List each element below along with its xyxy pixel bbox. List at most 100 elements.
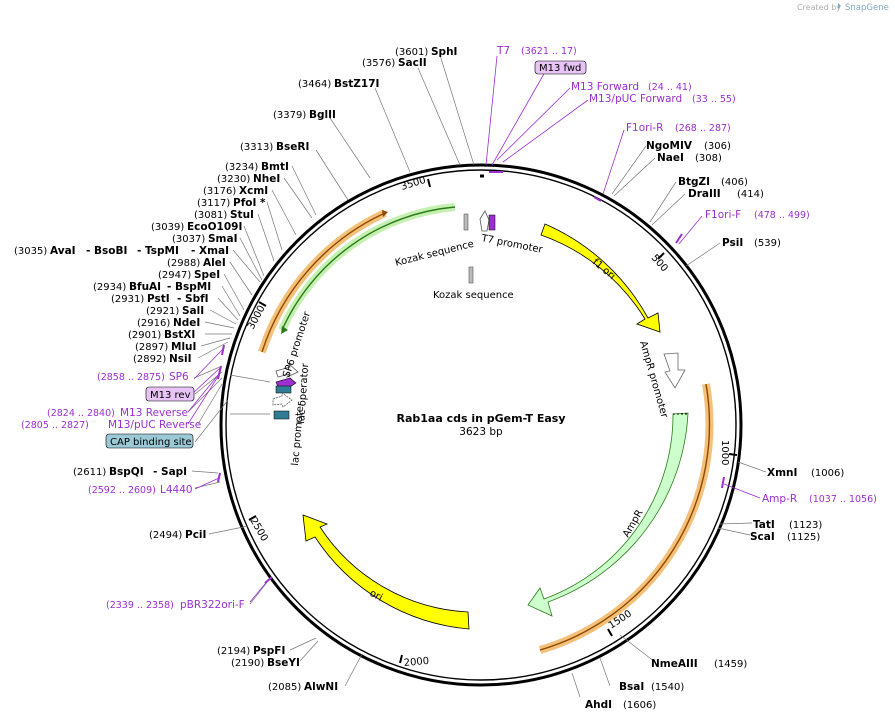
enzyme-sali-pos: (2921): [146, 306, 179, 317]
primer-f1ori-f[interactable]: F1ori-F: [705, 209, 741, 221]
cap-binding-feature[interactable]: [275, 385, 292, 394]
primer-l4440[interactable]: L4440: [160, 484, 193, 496]
enzyme-pcii[interactable]: PciI: [185, 529, 206, 541]
enzyme-bseri[interactable]: BseRI: [276, 141, 309, 153]
enzyme-bmti[interactable]: BmtI: [261, 161, 289, 173]
primer-m13-puc-reverse[interactable]: M13/pUC Reverse: [108, 419, 201, 431]
primer-amp-r[interactable]: Amp-R: [762, 493, 797, 505]
primer-f1ori-r[interactable]: F1ori-R: [626, 122, 663, 134]
enzyme-bspqi-pos: (2611): [73, 467, 106, 478]
primer-m13-rev: M13 rev: [150, 390, 191, 401]
enzyme-alwni-pos: (2085): [268, 682, 301, 693]
ampr-promoter-feature[interactable]: [663, 352, 686, 389]
primer-m13-reverse[interactable]: M13 Reverse: [120, 407, 188, 419]
enzyme-sbfi[interactable]: - SbfI: [177, 293, 209, 305]
enzyme-bmti-pos: (3234): [225, 162, 258, 173]
enzyme-nmeaiii[interactable]: NmeAIII: [651, 658, 698, 670]
enzyme-bstz17i[interactable]: BstZ17I: [334, 78, 379, 90]
enzyme-ngomiv-pos: (306): [704, 141, 731, 152]
enzyme-scai[interactable]: ScaI: [750, 531, 775, 543]
enzyme-pfoi[interactable]: PfoI *: [233, 197, 266, 209]
enzyme-sali[interactable]: SalI: [182, 305, 204, 317]
cap-binding-site-box[interactable]: [105, 433, 194, 449]
enzyme-bspmi[interactable]: - BspMI: [167, 281, 211, 293]
enzyme-smai[interactable]: SmaI: [208, 233, 238, 245]
enzyme-ahdi[interactable]: AhdI: [585, 699, 612, 711]
enzyme-bseri-pos: (3313): [240, 142, 273, 153]
created-by-label: Created by: [797, 3, 841, 12]
primer-pbr322ori-f[interactable]: pBR322ori-F: [180, 599, 245, 611]
enzyme-bstxi[interactable]: BstXI: [164, 329, 195, 341]
enzyme-stui[interactable]: StuI: [230, 209, 254, 221]
t7-primer-feature[interactable]: [488, 214, 496, 231]
enzyme-bsobi[interactable]: - BsoBI: [86, 245, 127, 257]
enzyme-naei[interactable]: NaeI: [657, 152, 684, 164]
primer-m13-puc-reverse-range: (2805 .. 2827): [21, 420, 89, 431]
plasmid-name: Rab1aa cds in pGem-T Easy: [396, 412, 565, 425]
enzyme-ndei[interactable]: NdeI: [173, 317, 200, 329]
enzyme-nhei[interactable]: NheI: [253, 173, 280, 185]
enzyme-ecoo109i[interactable]: EcoO109I: [187, 221, 242, 233]
enzyme-bfuai-pos: (2934): [93, 282, 126, 293]
lac-operator-label: lac operator: [296, 362, 311, 424]
enzyme-avai[interactable]: AvaI: [50, 245, 76, 257]
enzyme-bsai[interactable]: BsaI: [619, 681, 644, 693]
enzyme-pspfi[interactable]: PspFI: [253, 645, 285, 657]
t7-promoter-label: T7 promoter: [479, 233, 544, 256]
snapgene-logo-icon: [838, 3, 841, 9]
primer-m13-forward[interactable]: M13 Forward: [571, 81, 639, 93]
enzyme-sacii[interactable]: SacII: [398, 57, 427, 69]
enzyme-naei-pos: (308): [695, 153, 722, 164]
kozak-feature-2[interactable]: [468, 266, 474, 284]
primer-t7[interactable]: T7: [496, 45, 510, 57]
primer-amp-r-range: (1037 .. 1056): [809, 494, 877, 505]
enzyme-xmai[interactable]: - XmaI: [191, 245, 229, 257]
enzyme-bspqi[interactable]: BspQI: [109, 466, 144, 478]
enzyme-alwni[interactable]: AlwNI: [304, 681, 338, 693]
enzyme-ahdi-pos: (1606): [623, 700, 656, 711]
m13-rev-box[interactable]: [145, 386, 195, 402]
enzyme-sphi[interactable]: SphI: [431, 46, 457, 58]
enzyme-btgzi-pos: (406): [721, 177, 748, 188]
t7-promoter-feature[interactable]: [479, 210, 490, 232]
enzyme-tati[interactable]: TatI: [753, 519, 775, 531]
tick-2500: 2500: [247, 516, 269, 544]
m13-rev-arrow[interactable]: [275, 377, 297, 388]
enzyme-sapi[interactable]: - SapI: [153, 466, 187, 478]
enzyme-bglii[interactable]: BglII: [309, 109, 336, 121]
enzyme-mlui-pos: (2897): [135, 342, 168, 353]
enzyme-nsii[interactable]: NsiI: [169, 353, 192, 365]
ampr-feature[interactable]: [527, 412, 689, 617]
enzyme-draiii-pos: (414): [737, 189, 764, 200]
enzyme-spei[interactable]: SpeI: [194, 269, 220, 281]
tick-2000: 2000: [403, 656, 429, 669]
enzyme-bfuai[interactable]: BfuAI: [129, 281, 161, 293]
enzyme-psti[interactable]: PstI: [147, 293, 170, 305]
primer-pbr322ori-f-range: (2339 .. 2358): [106, 600, 174, 611]
enzyme-draiii[interactable]: DraIII: [688, 188, 721, 200]
sp6-promoter-feature[interactable]: [275, 362, 299, 378]
enzyme-btgzi[interactable]: BtgZI: [678, 176, 710, 188]
tick-500: 500: [649, 253, 670, 275]
enzyme-bseyi[interactable]: BseYI: [267, 657, 300, 669]
enzyme-xmni[interactable]: XmnI: [767, 467, 797, 479]
primer-m13-puc-forward[interactable]: M13/pUC Forward: [589, 93, 682, 105]
enzyme-ngomiv[interactable]: NgoMIV: [646, 140, 693, 152]
primer-m13-fwd: M13 fwd: [539, 63, 581, 74]
primer-sp6[interactable]: SP6: [169, 371, 189, 383]
ori-feature[interactable]: [302, 514, 470, 630]
enzyme-sphi-pos: (3601): [395, 47, 428, 58]
kozak-feature-1[interactable]: [463, 213, 469, 231]
enzyme-xcmi[interactable]: XcmI: [239, 185, 268, 197]
lac-operator-feature[interactable]: [273, 410, 290, 420]
enzyme-tspmi[interactable]: - TspMI: [137, 245, 179, 257]
f1-ori-feature[interactable]: [540, 223, 661, 333]
primer-m13-reverse-range: (2824 .. 2840): [47, 408, 115, 419]
enzyme-labels-top: (3601) SphI (3576) SacII (3464) BstZ17I …: [240, 46, 457, 153]
enzyme-mlui[interactable]: MluI: [171, 341, 196, 353]
enzyme-alei[interactable]: AleI: [203, 257, 226, 269]
m13-fwd-box[interactable]: [534, 60, 587, 75]
backbone: [219, 163, 743, 687]
enzyme-psii[interactable]: PsiI: [722, 237, 743, 249]
lac-promoter-feature[interactable]: [272, 392, 293, 408]
